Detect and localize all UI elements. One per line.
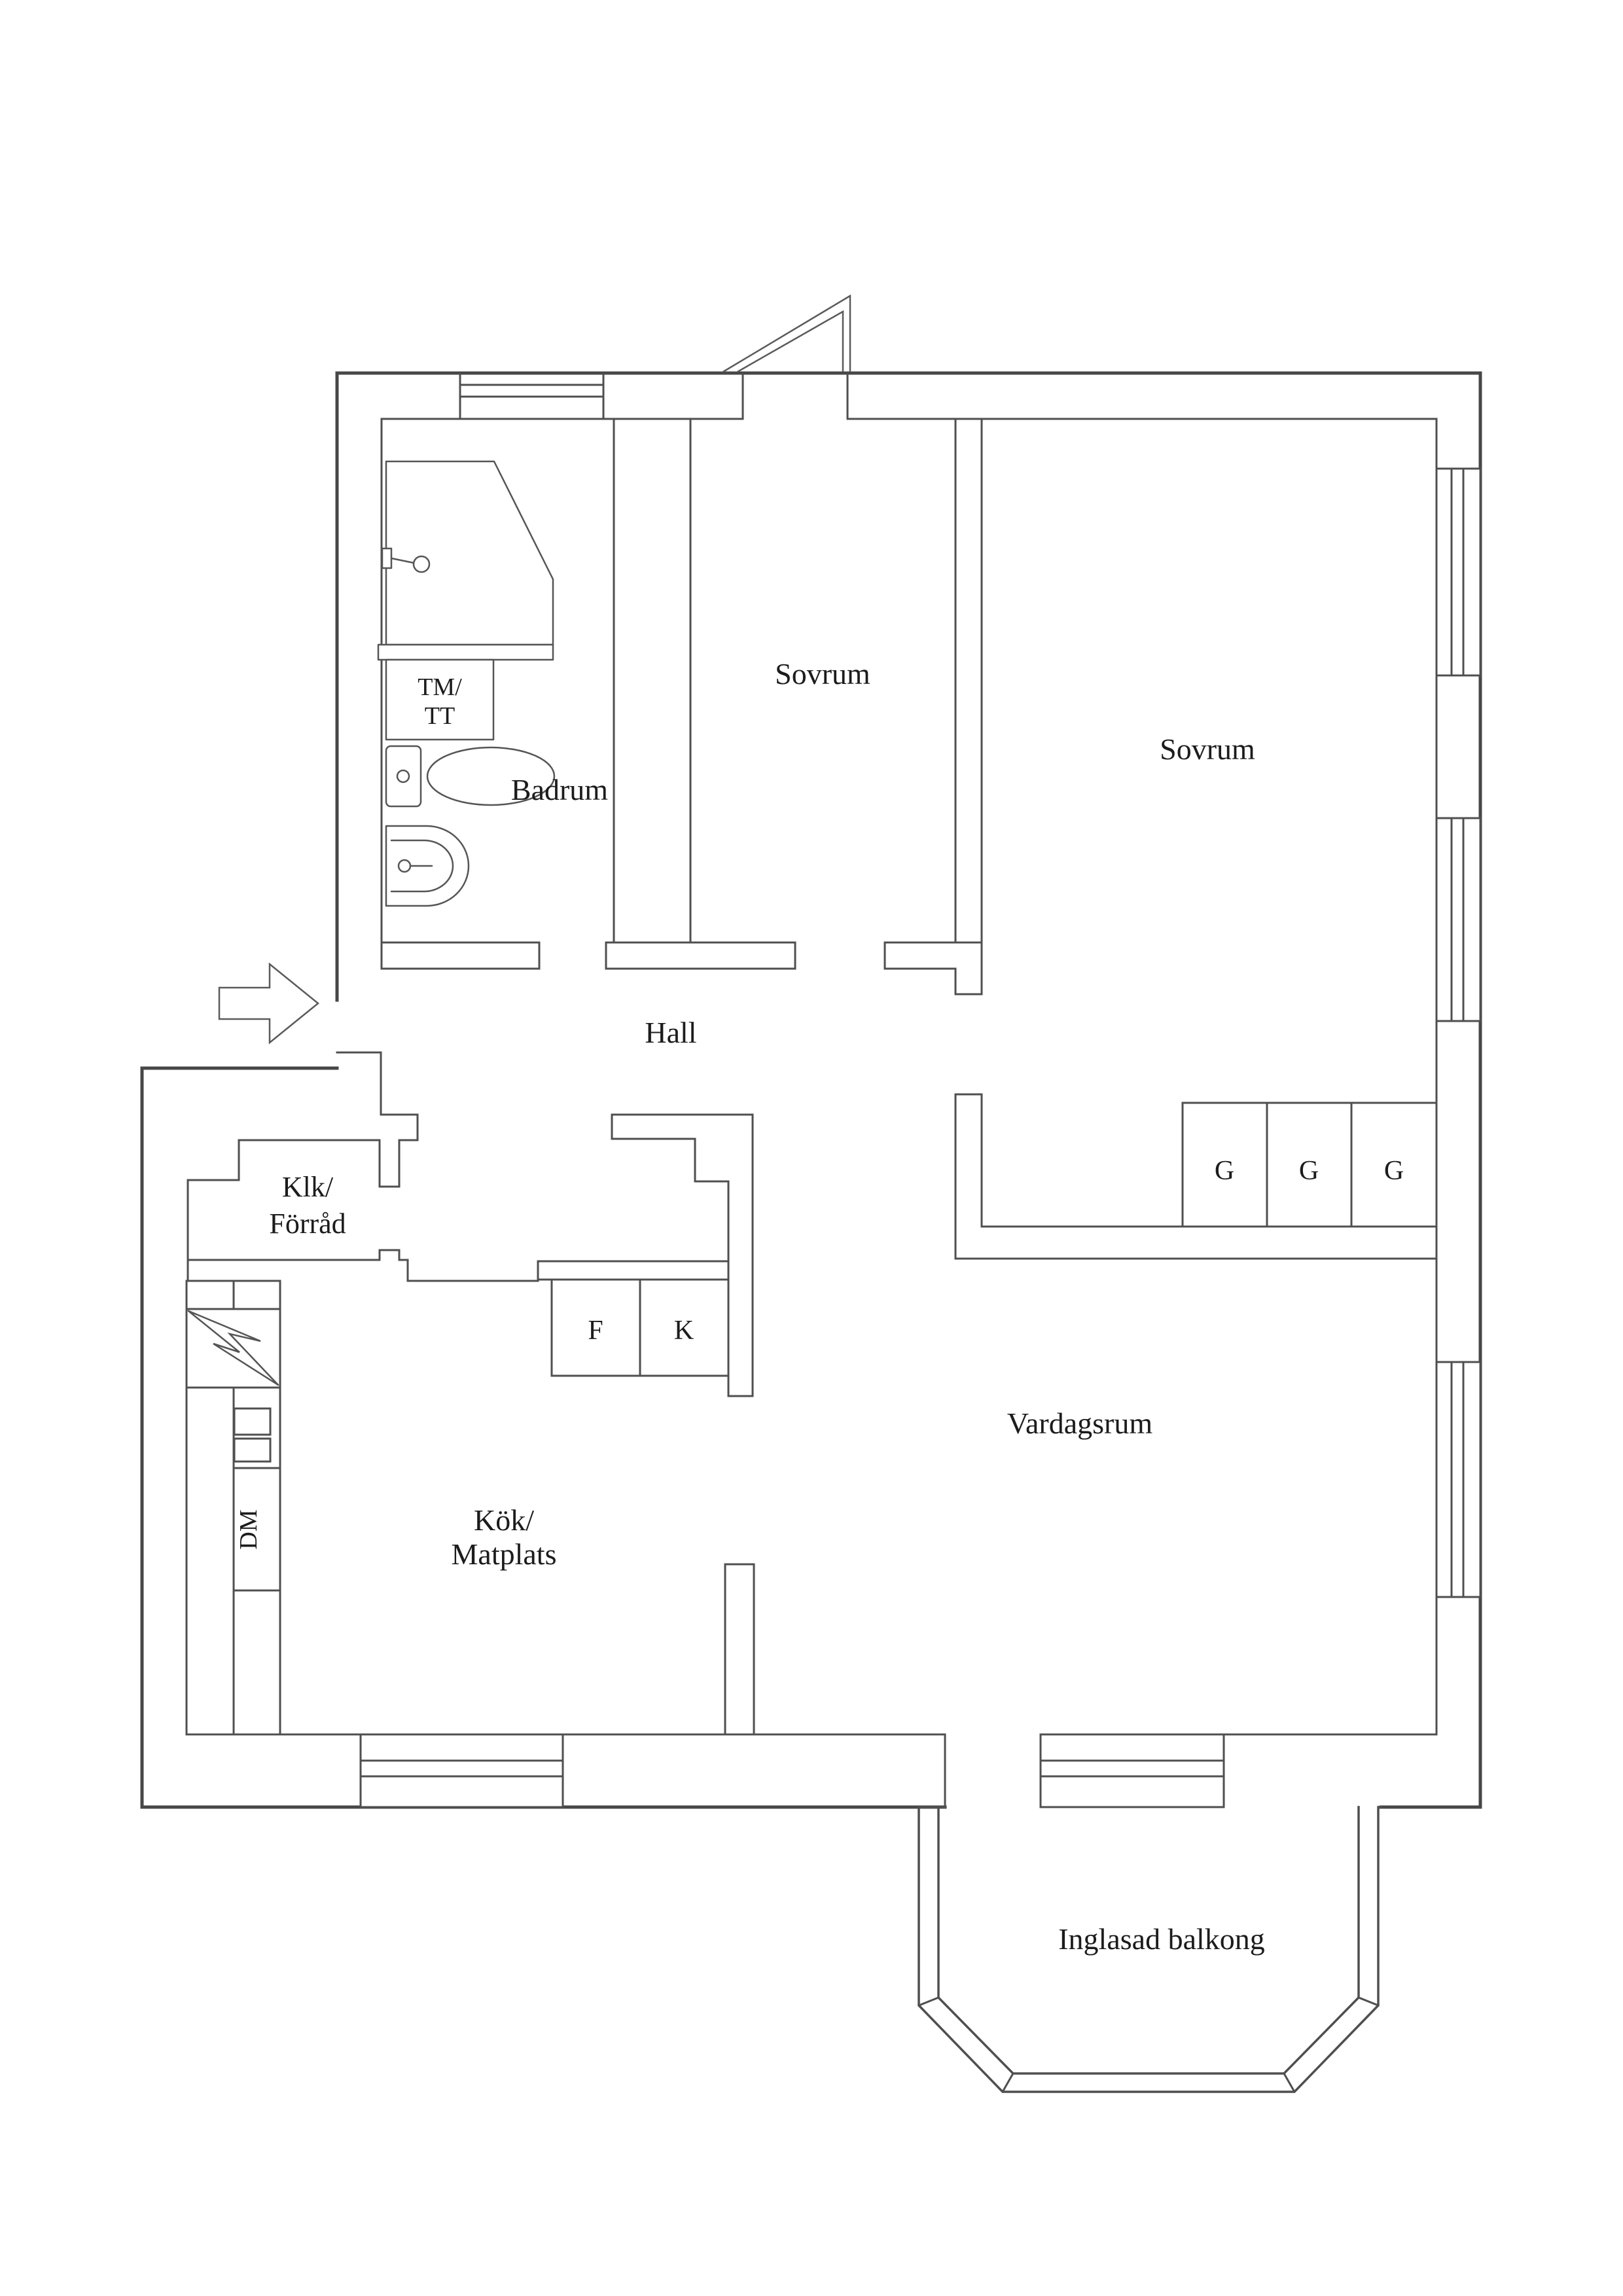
door-top-swing-icon xyxy=(722,294,851,419)
shower-icon xyxy=(385,460,554,646)
label-bathroom: Badrum xyxy=(511,773,608,806)
toilet-flush-button xyxy=(396,769,410,783)
fridge-box xyxy=(639,1278,730,1377)
toilet-icon xyxy=(426,746,556,806)
outer-wall-top-right xyxy=(335,371,1482,1809)
balcony-bay xyxy=(918,1806,1382,2094)
wall-bedrooms-partition xyxy=(954,418,983,944)
shower-head-icon xyxy=(412,555,431,573)
balcony-door-jambs xyxy=(944,1734,1042,1807)
wardrobe-2 xyxy=(1266,1102,1353,1228)
shower-mount xyxy=(381,547,393,569)
label-closet-line1: Klk/ xyxy=(282,1171,334,1203)
kitchen-cabinets xyxy=(185,1280,281,1736)
window-right-1 xyxy=(1435,467,1482,677)
stove-icon xyxy=(187,1310,279,1386)
sink-faucet xyxy=(397,859,412,873)
wall-bathroom-bedroom xyxy=(613,418,692,944)
wardrobe-1 xyxy=(1181,1102,1268,1228)
kitchen-counter xyxy=(537,1260,730,1281)
windows-right-wall xyxy=(1435,467,1482,1598)
label-balcony: Inglasad balkong xyxy=(1058,1922,1265,1956)
room-bathroom xyxy=(380,418,796,970)
label-kitchen-line2: Matplats xyxy=(452,1537,557,1571)
window-right-2 xyxy=(1435,817,1482,1022)
room-bedroom-top xyxy=(689,418,983,996)
label-freezer: F xyxy=(588,1316,603,1346)
window-top xyxy=(459,373,605,419)
sink-drawer-1 xyxy=(233,1407,272,1436)
entry-arrow-icon xyxy=(218,962,319,1045)
label-wardrobe-3: G xyxy=(1384,1156,1404,1186)
label-wardrobe-1: G xyxy=(1215,1156,1234,1186)
room-bedroom-right xyxy=(954,418,1438,1260)
label-washer-dryer-line2: TT xyxy=(425,702,455,730)
wardrobe-3 xyxy=(1350,1102,1438,1228)
label-dishwasher: DM xyxy=(235,1509,262,1549)
label-kitchen-line1: Kök/ xyxy=(474,1503,534,1537)
label-living-room: Vardagsrum xyxy=(1007,1407,1152,1440)
label-bedroom-right: Sovrum xyxy=(1160,732,1255,766)
window-living-room xyxy=(1039,1733,1225,1808)
label-fridge: K xyxy=(674,1316,694,1346)
window-right-3 xyxy=(1435,1361,1482,1598)
label-closet-line2: Förråd xyxy=(269,1208,346,1240)
wall-kitchen-hall xyxy=(611,1113,754,1397)
shower-arm xyxy=(390,557,415,564)
wall-bedroom-top-south xyxy=(883,941,983,996)
sink-drawer-2 xyxy=(233,1437,272,1463)
windows-bottom-wall xyxy=(359,1733,1225,1808)
wall-bathroom-south-right xyxy=(605,941,796,970)
window-kitchen xyxy=(359,1733,564,1808)
washer-dryer-box xyxy=(385,658,495,741)
wall-bathroom-south-left xyxy=(380,941,541,970)
label-washer-dryer-line1: TM/ xyxy=(418,673,462,701)
shower-threshold xyxy=(377,643,554,661)
label-bedroom-top: Sovrum xyxy=(775,657,870,691)
exterior-walls xyxy=(140,371,1482,1809)
kitchen-divider-walls xyxy=(537,1113,755,1736)
bathroom-fixtures xyxy=(377,460,556,907)
label-hall: Hall xyxy=(645,1016,696,1049)
wall-kitchen-living-stub xyxy=(724,1563,755,1736)
label-wardrobe-2: G xyxy=(1299,1156,1319,1186)
